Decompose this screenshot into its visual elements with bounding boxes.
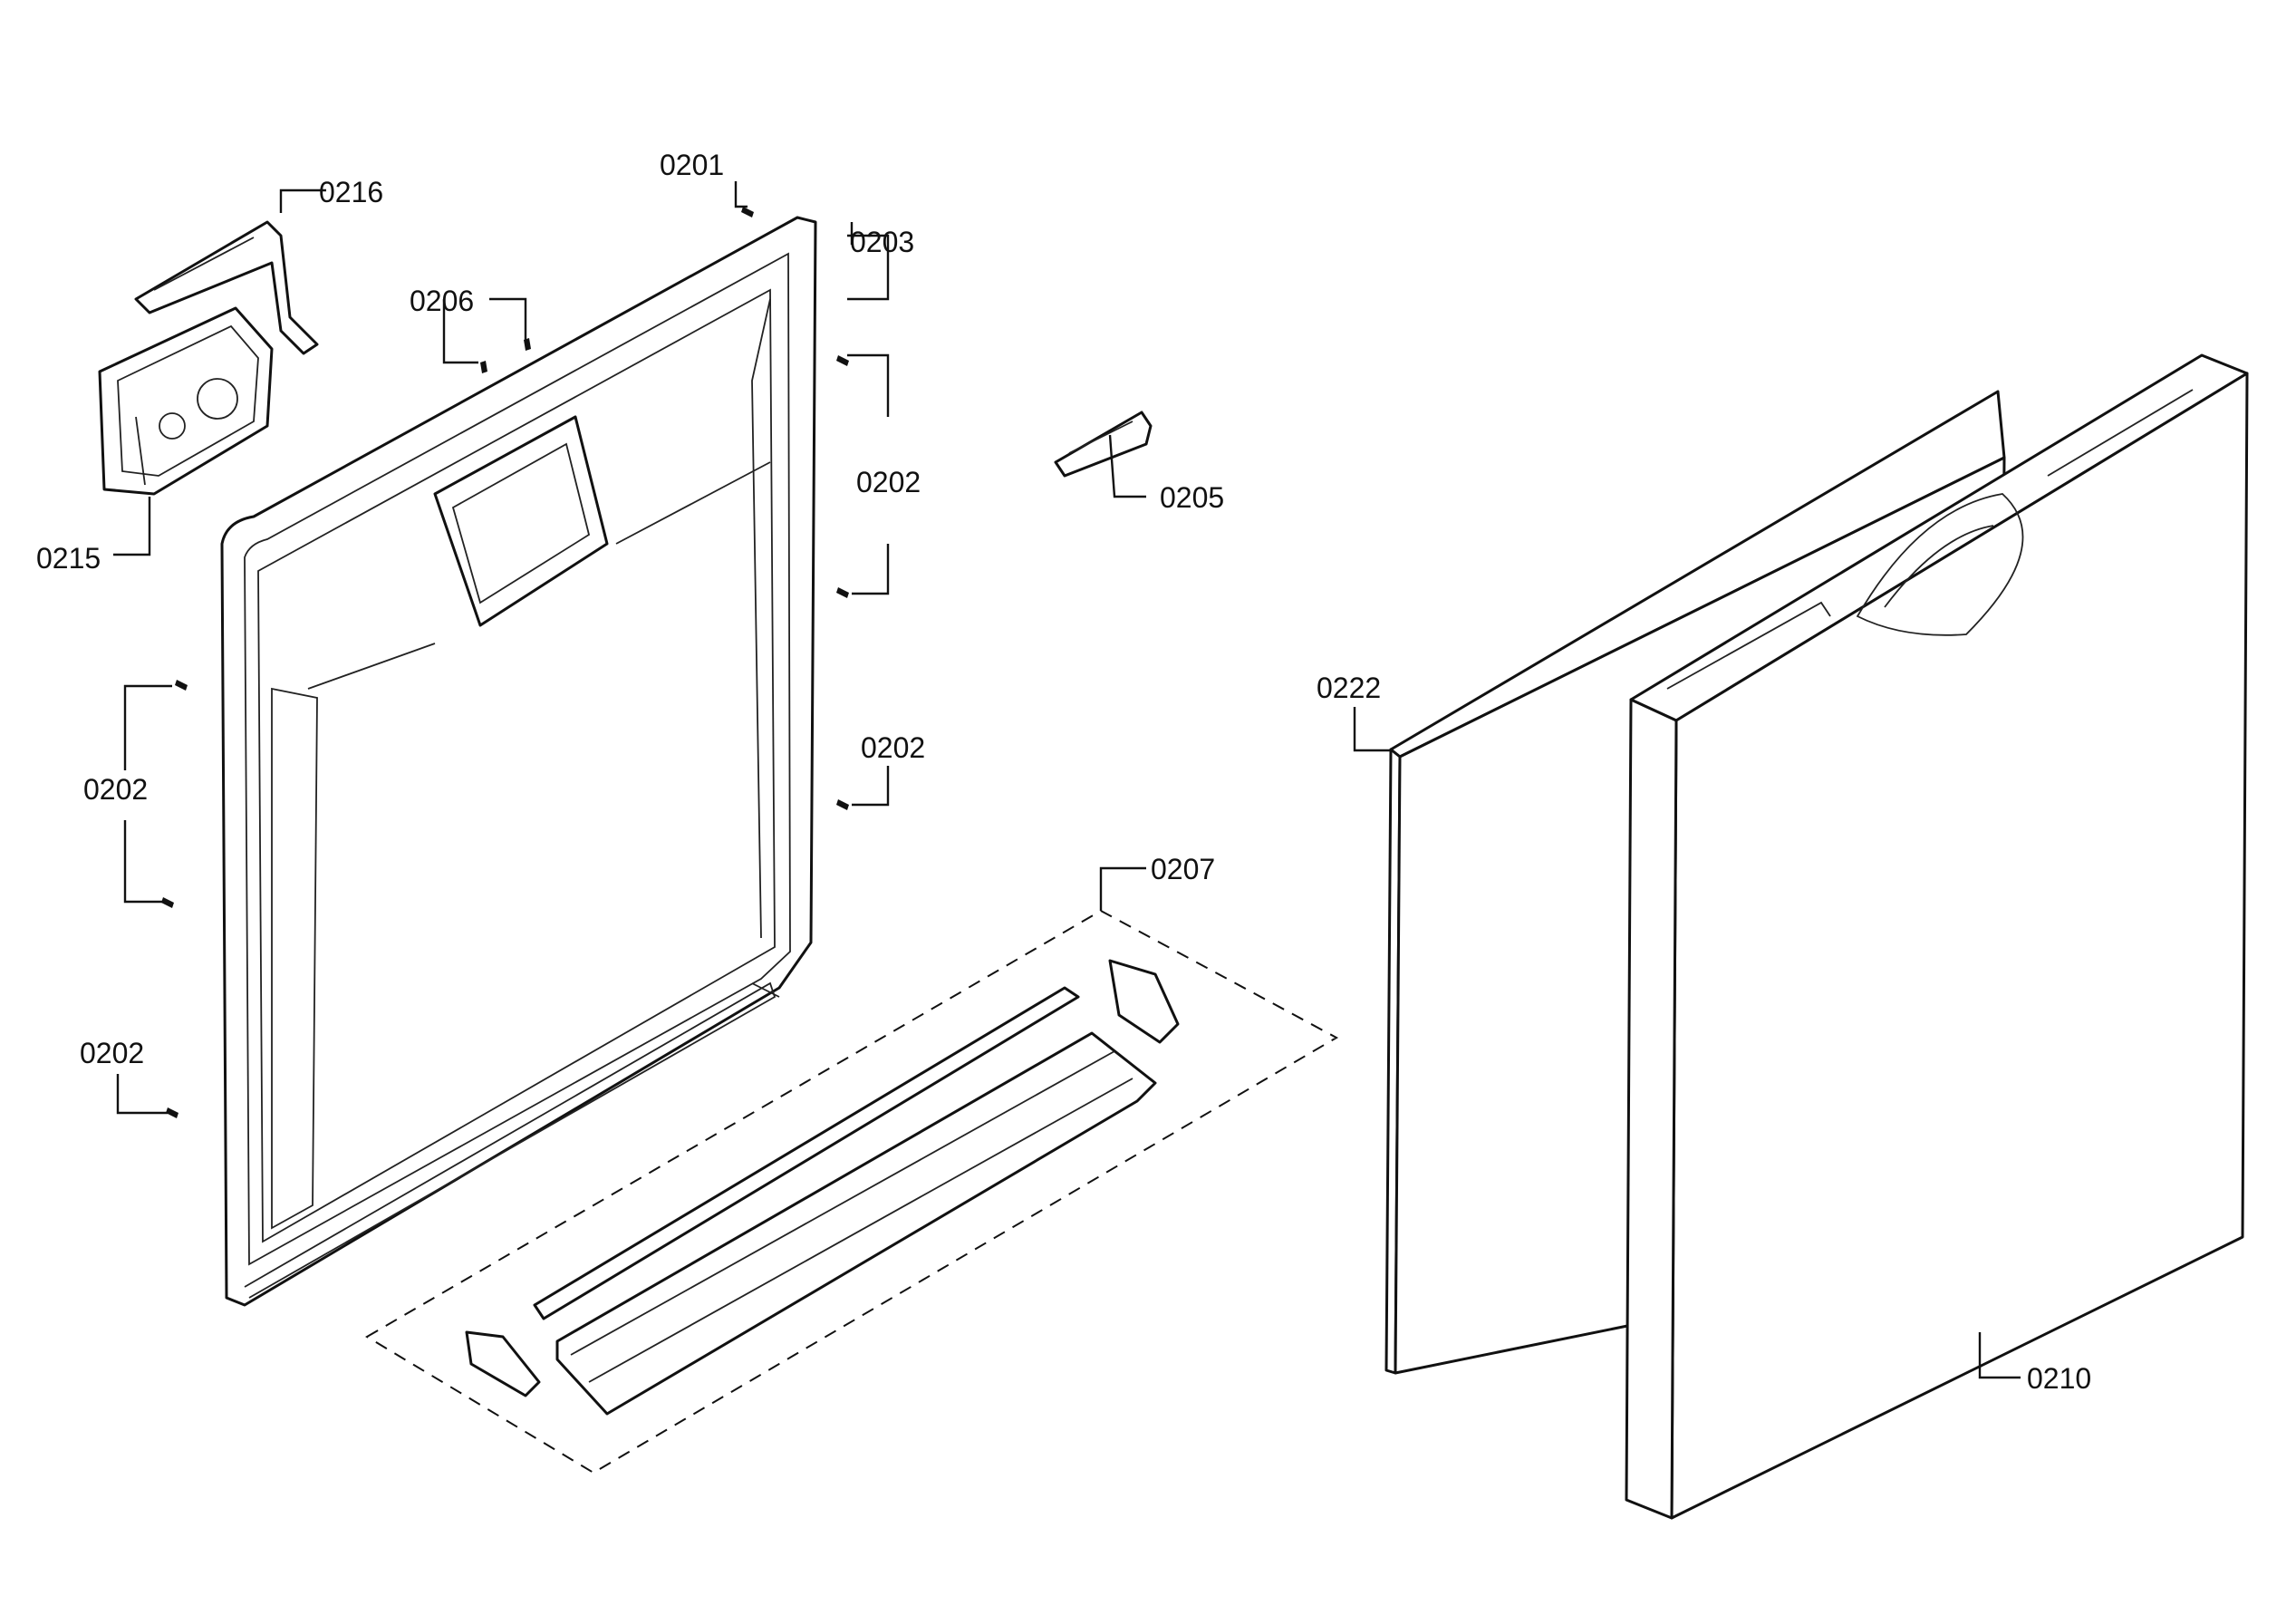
- inner-door-frame: [220, 216, 817, 1307]
- label-0222: 0222: [1317, 672, 1381, 704]
- label-0207: 0207: [1151, 853, 1215, 885]
- label-0202-right-bottom: 0202: [861, 731, 925, 764]
- label-0206: 0206: [410, 285, 474, 317]
- front-door-panel: [1625, 353, 2249, 1520]
- label-0202-left-top: 0202: [83, 773, 148, 806]
- kickplate-assembly: [365, 909, 1339, 1474]
- label-0210: 0210: [2027, 1362, 2091, 1395]
- door-latch: [134, 220, 319, 355]
- label-0202-left-bottom: 0202: [80, 1037, 144, 1069]
- hinge-bracket: [1054, 411, 1153, 478]
- leader-lines: [113, 181, 2021, 1379]
- label-0201: 0201: [660, 149, 724, 181]
- label-0215: 0215: [36, 542, 101, 575]
- label-0203: 0203: [850, 226, 914, 258]
- label-0205: 0205: [1160, 481, 1224, 514]
- label-0202-right-top: 0202: [856, 466, 921, 498]
- dispenser-assembly: [98, 306, 274, 496]
- part-labels: 0201 0203 0206 0216 0215 0202 0202 0202 …: [36, 149, 2091, 1395]
- screws: [161, 207, 849, 1118]
- label-0216: 0216: [319, 176, 383, 208]
